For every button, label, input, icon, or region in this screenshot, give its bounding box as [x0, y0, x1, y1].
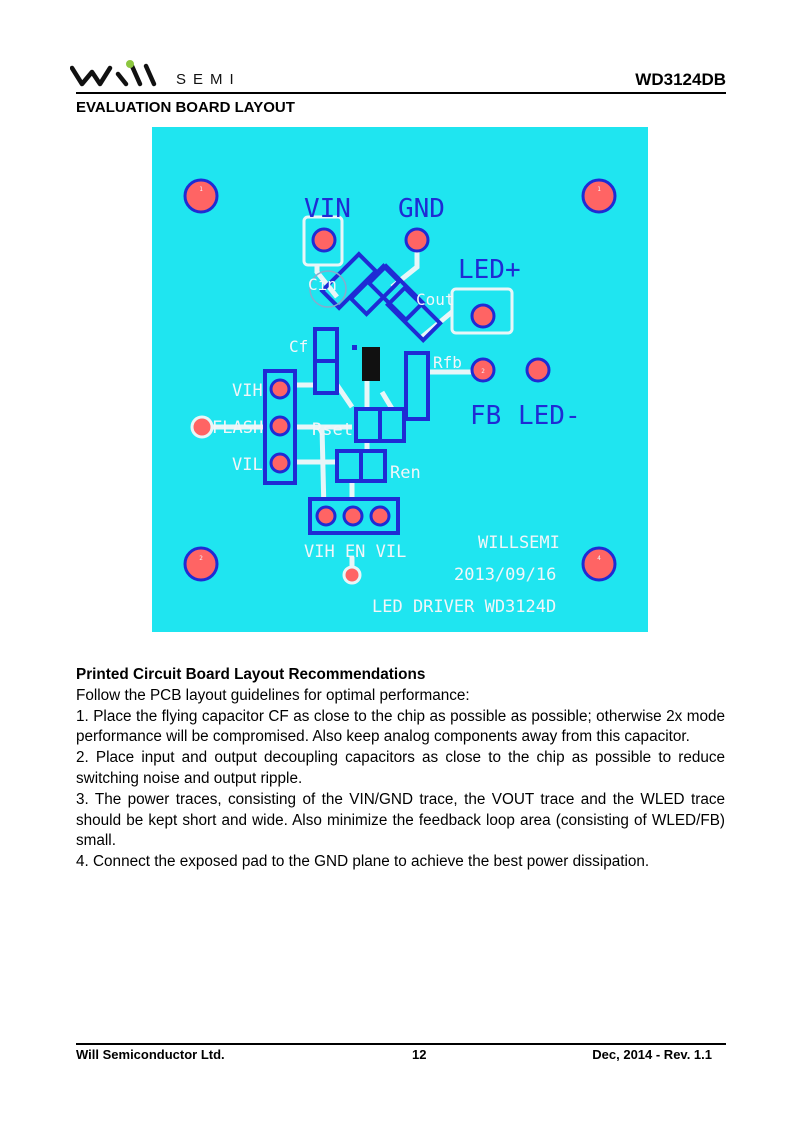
ic-chip	[362, 347, 380, 381]
board-background	[152, 127, 648, 632]
recommendation-item: 4. Connect the exposed pad to the GND pl…	[76, 853, 650, 871]
svg-text:4: 4	[597, 555, 601, 562]
led-minus-pad	[525, 357, 551, 383]
pcb-layout-image: 1 1 2 4 2	[152, 127, 648, 632]
fb-pad: 2	[470, 357, 496, 383]
footer-date-revision: Dec, 2014 - Rev. 1.1	[592, 1047, 712, 1062]
led-plus-pad	[450, 287, 514, 335]
rfb-resistor	[404, 351, 430, 421]
recommendations-intro: Follow the PCB layout guidelines for opt…	[76, 686, 470, 704]
mount-hole-bottom-left: 2	[183, 546, 219, 582]
footer-page-number: 12	[412, 1047, 427, 1062]
label-vih: VIH	[232, 381, 263, 401]
logo-mark	[70, 60, 157, 87]
label-gnd: GND	[398, 194, 445, 224]
recommendations-section: Printed Circuit Board Layout Recommendat…	[76, 665, 725, 873]
label-date: 2013/09/16	[454, 565, 556, 585]
willsemi-logo: SEMI	[70, 60, 241, 88]
label-connector: VIH EN VIL	[304, 542, 406, 562]
label-flash: FLASH	[212, 418, 263, 438]
gnd-pad	[404, 227, 430, 253]
svg-text:2: 2	[481, 368, 485, 375]
label-rfb: Rfb	[433, 353, 462, 372]
recommendation-item: 3. The power traces, consisting of the V…	[76, 790, 725, 850]
footer-rule	[76, 1043, 726, 1045]
label-maker: WILLSEMI	[478, 533, 560, 553]
svg-text:1: 1	[597, 186, 601, 193]
footer-company: Will Semiconductor Ltd.	[76, 1047, 225, 1062]
cin-marker	[309, 270, 347, 308]
label-vin: VIN	[304, 194, 351, 224]
ren-resistor	[335, 449, 387, 483]
rset-resistor	[354, 407, 406, 443]
label-ren: Ren	[390, 463, 421, 483]
cf-capacitor	[313, 327, 339, 395]
label-fb: FB	[470, 401, 501, 431]
label-cin: Cin	[308, 275, 337, 294]
header-rule	[76, 92, 726, 94]
flash-pad	[190, 415, 214, 439]
recommendations-title: Printed Circuit Board Layout Recommendat…	[76, 666, 426, 683]
vin-pad	[302, 215, 344, 267]
switch-header	[263, 369, 297, 485]
document-id: WD3124DB	[635, 70, 726, 89]
svg-text:2: 2	[199, 555, 203, 562]
section-title: EVALUATION BOARD LAYOUT	[76, 99, 295, 116]
svg-text:1: 1	[199, 186, 203, 193]
cout-capacitor	[366, 263, 443, 343]
label-board-title: LED DRIVER WD3124D	[372, 597, 556, 617]
label-vil: VIL	[232, 455, 263, 475]
en-connector	[308, 497, 400, 585]
mount-hole-top-right: 1	[581, 178, 617, 214]
label-rset: Rset	[312, 420, 353, 440]
mount-hole-bottom-right: 4	[581, 546, 617, 582]
recommendation-item: 1. Place the flying capacitor CF as clos…	[76, 707, 725, 746]
label-led-minus: LED-	[518, 401, 581, 431]
recommendation-item: 2. Place input and output decoupling cap…	[76, 749, 725, 787]
mount-hole-top-left: 1	[183, 178, 219, 214]
label-cout: Cout	[416, 290, 455, 309]
logo-brand-text: SEMI	[176, 71, 241, 88]
label-led-plus: LED+	[458, 255, 521, 285]
label-cf: Cf	[289, 337, 308, 356]
